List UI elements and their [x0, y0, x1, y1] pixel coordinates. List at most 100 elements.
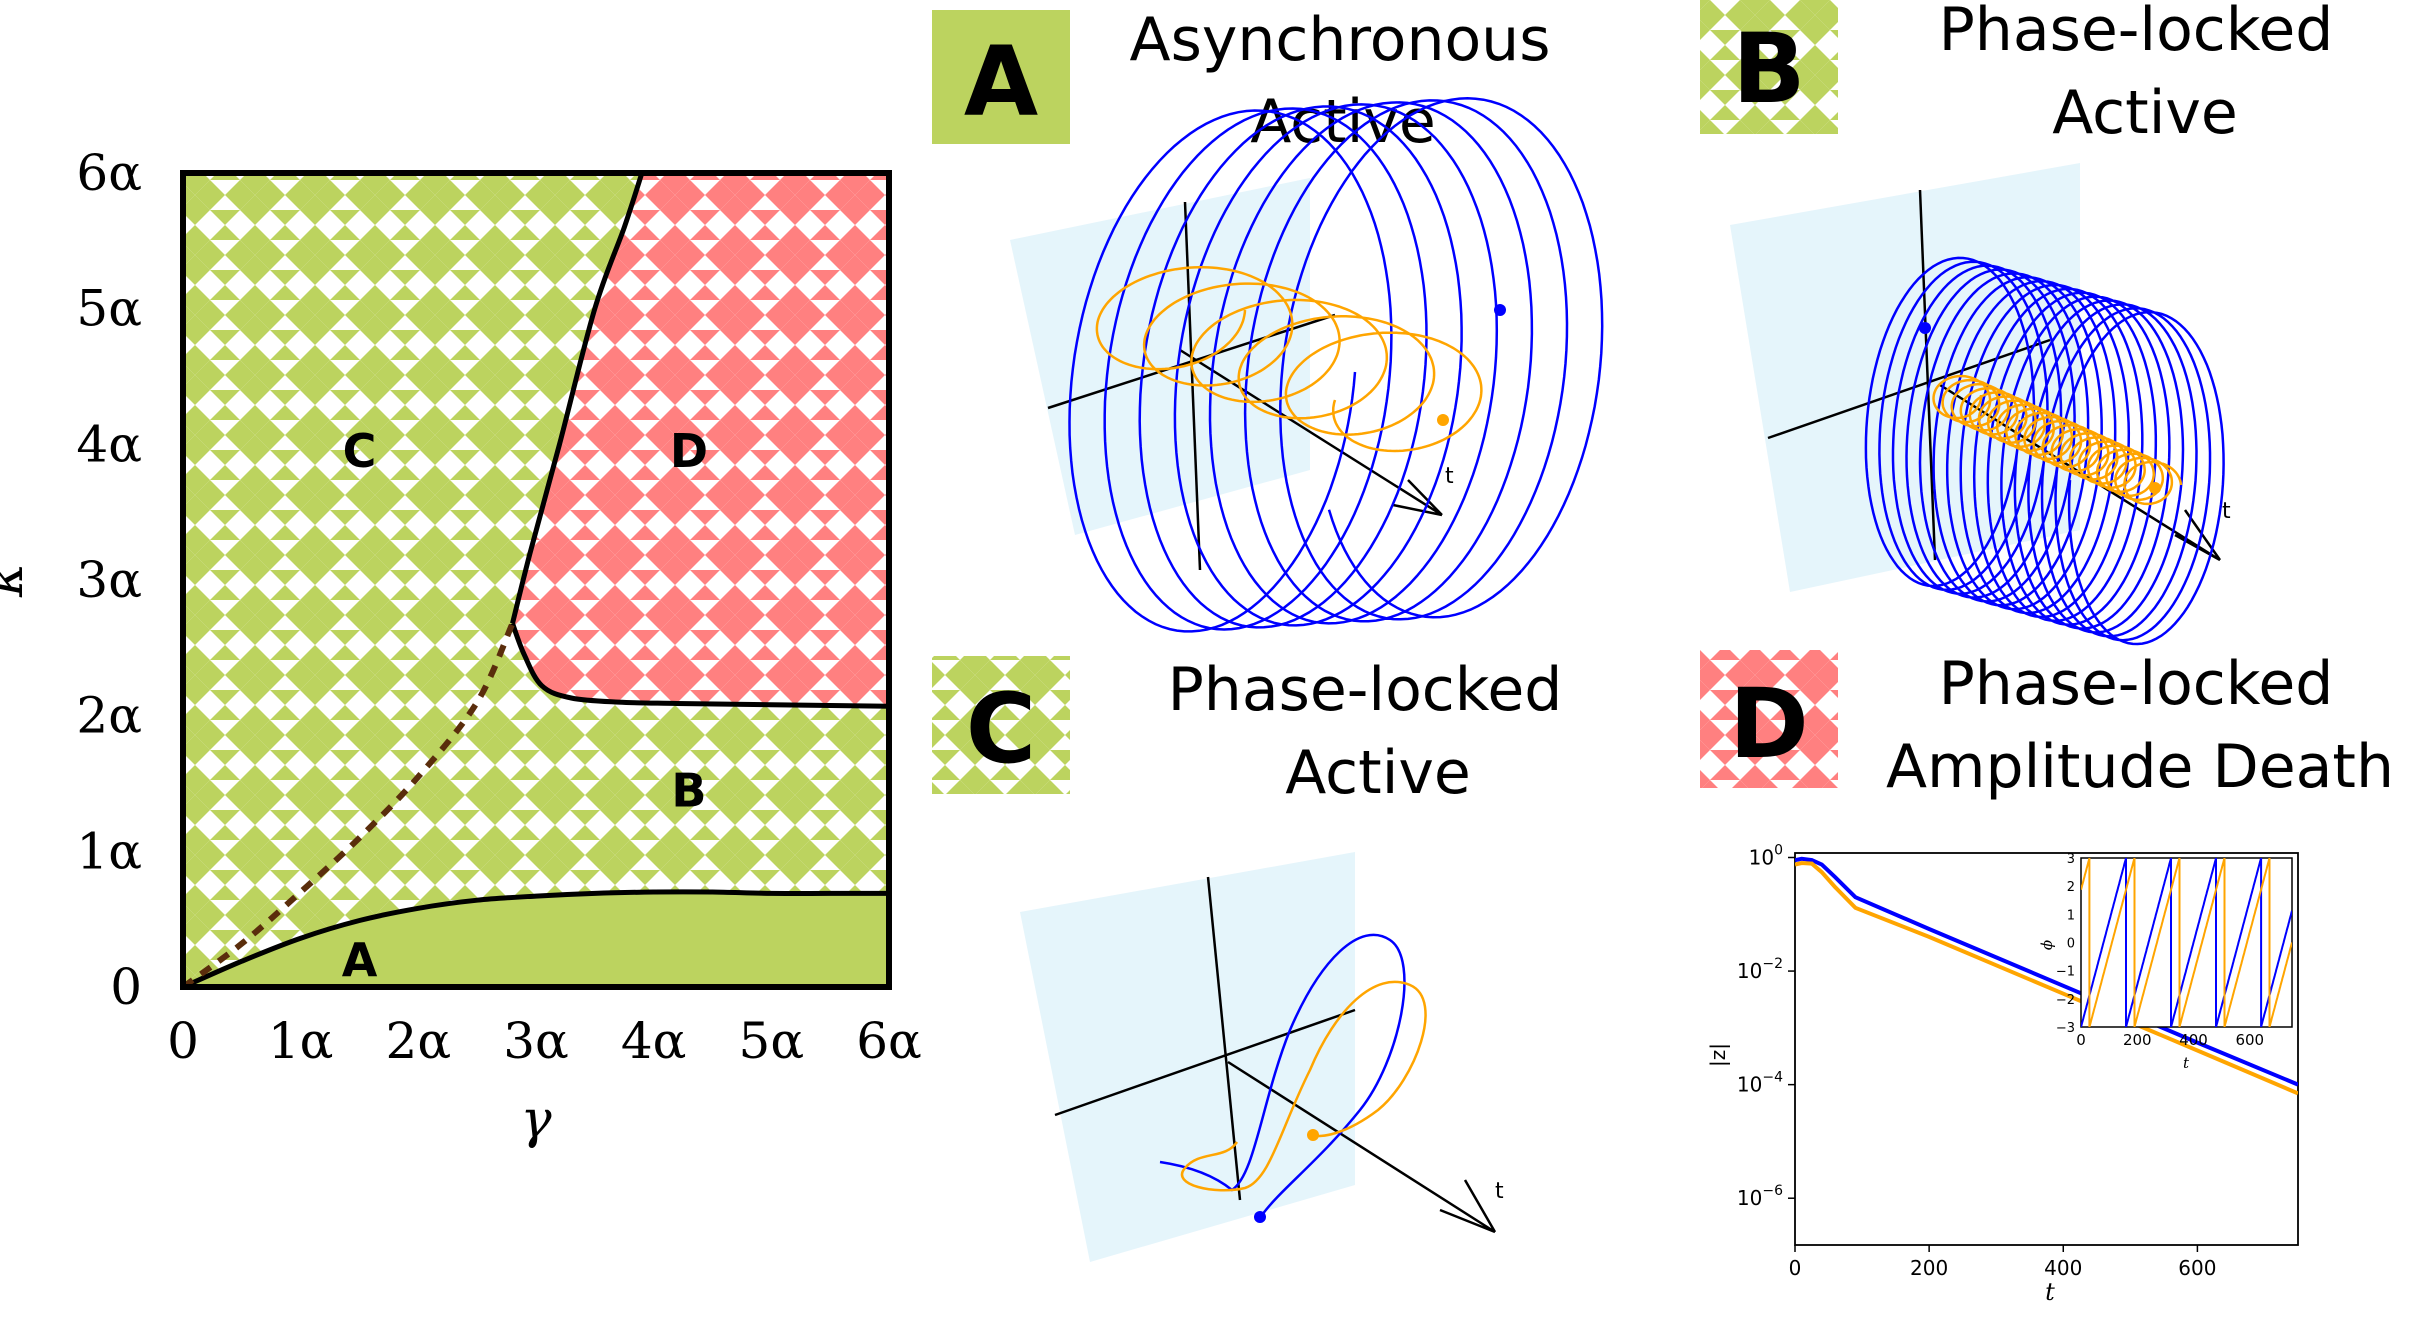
region-label-a: A — [342, 933, 378, 987]
panel-a-title-line1: Asynchronous — [1130, 5, 1551, 75]
inset-y-tick-label: 3 — [2067, 852, 2075, 867]
inset-y-tick-label: −1 — [2056, 965, 2075, 980]
region-d-area — [512, 173, 889, 707]
x-tick-label: 4α — [621, 1012, 687, 1070]
decay-x-tick-label: 600 — [2178, 1256, 2216, 1280]
decay-y-axis-label: |z| — [1706, 1043, 1730, 1067]
inset-y-tick-label: 1 — [2067, 908, 2075, 923]
y-tick-label: 6α — [76, 144, 142, 202]
panel-a-header: A Asynchronous Active — [932, 5, 1550, 157]
x-tick-labels: 0 1α 2α 3α 4α 5α 6α — [167, 1012, 922, 1070]
inset-y-tick-label: −3 — [2056, 1021, 2075, 1036]
decay-x-tick-labels: 0 200 400 600 — [1789, 1245, 2216, 1280]
decay-x-tick-label: 400 — [2044, 1256, 2082, 1280]
inset-series-1 — [2081, 858, 2292, 1027]
panel-a-swatch — [932, 10, 1070, 144]
decay-x-tick-label: 0 — [1789, 1256, 1802, 1280]
panel-b-orange-trajectory — [1932, 374, 2183, 506]
panel-a-orange-trajectory — [1095, 265, 1483, 453]
y-tick-label: 0 — [110, 958, 142, 1016]
y-tick-label: 4α — [76, 415, 142, 473]
panel-b-header: B Phase-locked Active — [1700, 0, 2333, 148]
inset-x-tick-label: 200 — [2123, 1031, 2152, 1049]
panel-a-title-line2: Active — [1250, 87, 1436, 157]
decay-y-tick-labels: 100 10−2 10−4 10−6 — [1737, 842, 1795, 1210]
panel-b-letter: B — [1732, 13, 1805, 125]
phase-diagram: A B C D 0 1α 2α 3α 4α 5α 6α 0 1α 2α 3α 4α 5α 6α γ κ — [0, 144, 922, 1150]
boundary-b-curve — [510, 622, 890, 709]
panel-c-trajectory: t — [1020, 852, 1504, 1262]
panel-c-axis-t — [1227, 1060, 1497, 1234]
inset-x-tick-label: 600 — [2235, 1031, 2264, 1049]
panel-b-orange-endpoint — [2149, 482, 2161, 494]
inset-x-axis-label: t — [2183, 1054, 2190, 1072]
panel-c-title-line2: Active — [1285, 738, 1471, 808]
panel-b-trajectory: t — [1730, 163, 2231, 646]
panel-c-blue-endpoint — [1254, 1211, 1266, 1223]
boundary-cd-curve — [510, 172, 645, 625]
panel-d-swatch — [1700, 650, 1838, 788]
panel-b-axis-horizontal — [1767, 338, 2051, 440]
decay-y-tick-label: 10−2 — [1737, 956, 1783, 983]
x-axis-label: γ — [520, 1090, 552, 1150]
inset-x-tick-label: 400 — [2179, 1031, 2208, 1049]
inset-lines — [2081, 858, 2292, 1027]
panel-a-orange-endpoint — [1437, 414, 1449, 426]
panel-c-orange-endpoint — [1307, 1129, 1319, 1141]
inset-x-tick-label: 0 — [2076, 1031, 2086, 1049]
panel-a-axis-vertical — [1183, 201, 1202, 571]
inset-y-axis-label: ϕ — [2038, 940, 2056, 950]
panel-c-orange-trajectory — [1180, 980, 1427, 1192]
plot-frame — [180, 170, 892, 990]
panel-b-title-line2: Active — [2052, 78, 2238, 148]
y-axis-label: κ — [0, 563, 35, 598]
region-labels: A B C D — [342, 424, 708, 987]
y-tick-label: 1α — [76, 822, 142, 880]
y-tick-label: 2α — [76, 687, 142, 745]
dashed-boundary-curve — [181, 622, 516, 990]
x-tick-label: 3α — [503, 1012, 569, 1070]
region-label-c: C — [343, 424, 377, 478]
panel-b-blue-trajectory — [1864, 256, 2225, 646]
x-tick-label: 6α — [856, 1012, 922, 1070]
panel-a-letter: A — [964, 26, 1038, 138]
inset-y-tick-label: 0 — [2067, 937, 2075, 952]
inset-y-tick-label: 2 — [2067, 880, 2075, 895]
panel-a-axis-label: t — [1445, 464, 1454, 489]
panel-b-swatch — [1700, 0, 1838, 134]
panel-a-plane — [1010, 178, 1310, 535]
panel-c-letter: C — [966, 673, 1036, 785]
panel-d-letter: D — [1729, 668, 1809, 780]
decay-y-tick-label: 10−6 — [1737, 1183, 1783, 1210]
x-tick-label: 1α — [268, 1012, 334, 1070]
x-tick-label: 5α — [739, 1012, 805, 1070]
y-tick-label: 5α — [76, 280, 142, 338]
panel-d-title-line2: Amplitude Death — [1886, 732, 2394, 802]
inset-x-tick-labels: 0 200 400 600 — [2076, 1031, 2264, 1049]
inset-phase-plot: 0 200 400 600 3 2 1 0 −1 −2 −3 t ϕ — [2038, 852, 2293, 1072]
region-label-b: B — [671, 763, 706, 817]
panel-d-header: D Phase-locked Amplitude Death — [1700, 649, 2394, 802]
inset-y-tick-labels: 3 2 1 0 −1 −2 −3 — [2056, 852, 2075, 1036]
decay-x-tick-label: 200 — [1910, 1256, 1948, 1280]
panel-a-blue-endpoint — [1494, 304, 1506, 316]
panel-b-blue-endpoint — [1919, 322, 1931, 334]
x-tick-label: 2α — [386, 1012, 452, 1070]
panel-c-axis-label: t — [1495, 1179, 1504, 1204]
panel-c-header: C Phase-locked Active — [932, 655, 1562, 808]
panel-b-axis-vertical — [1918, 189, 1937, 561]
boundary-a-curve — [181, 889, 889, 990]
inset-series-0 — [2081, 858, 2292, 1027]
x-tick-label: 0 — [167, 1012, 199, 1070]
region-a-area — [183, 891, 889, 987]
panel-c-axis-horizontal — [1054, 1008, 1356, 1117]
region-label-d: D — [670, 424, 708, 478]
panel-a-trajectory: t — [1010, 97, 1604, 633]
decay-y-tick-label: 10−4 — [1737, 1070, 1783, 1097]
decay-y-tick-label: 100 — [1749, 842, 1783, 869]
inset-y-tick-label: −2 — [2056, 993, 2075, 1008]
panel-b-axis-label: t — [2222, 499, 2231, 524]
panel-a-blue-trajectory — [1068, 97, 1604, 633]
